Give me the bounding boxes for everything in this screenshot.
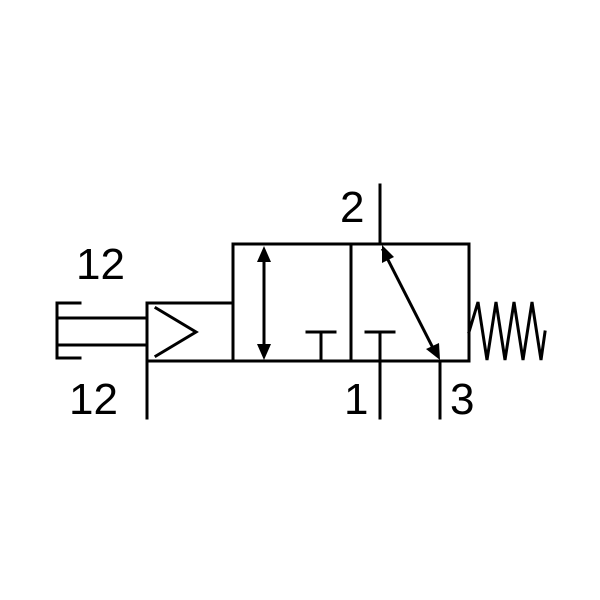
pilot-port-label-bottom: 12	[69, 375, 118, 424]
port-3-label: 3	[450, 375, 474, 424]
arrow-down-head	[257, 344, 271, 360]
valve-position-left	[231, 242, 353, 363]
flow-arrow-head-bottom	[426, 343, 440, 360]
arrow-up-head	[257, 246, 271, 262]
flow-arrow-head-top	[382, 245, 394, 263]
port-lines	[378, 183, 442, 420]
flow-arrow-line	[380, 247, 439, 357]
valve-position-right	[349, 242, 471, 363]
pilot-supply-bracket	[55, 301, 149, 360]
return-spring	[467, 301, 547, 361]
port-1-label: 1	[344, 375, 368, 424]
pilot-port-label-top: 12	[76, 240, 125, 289]
port-2-label: 2	[340, 183, 364, 232]
pilot-actuator	[145, 301, 235, 420]
